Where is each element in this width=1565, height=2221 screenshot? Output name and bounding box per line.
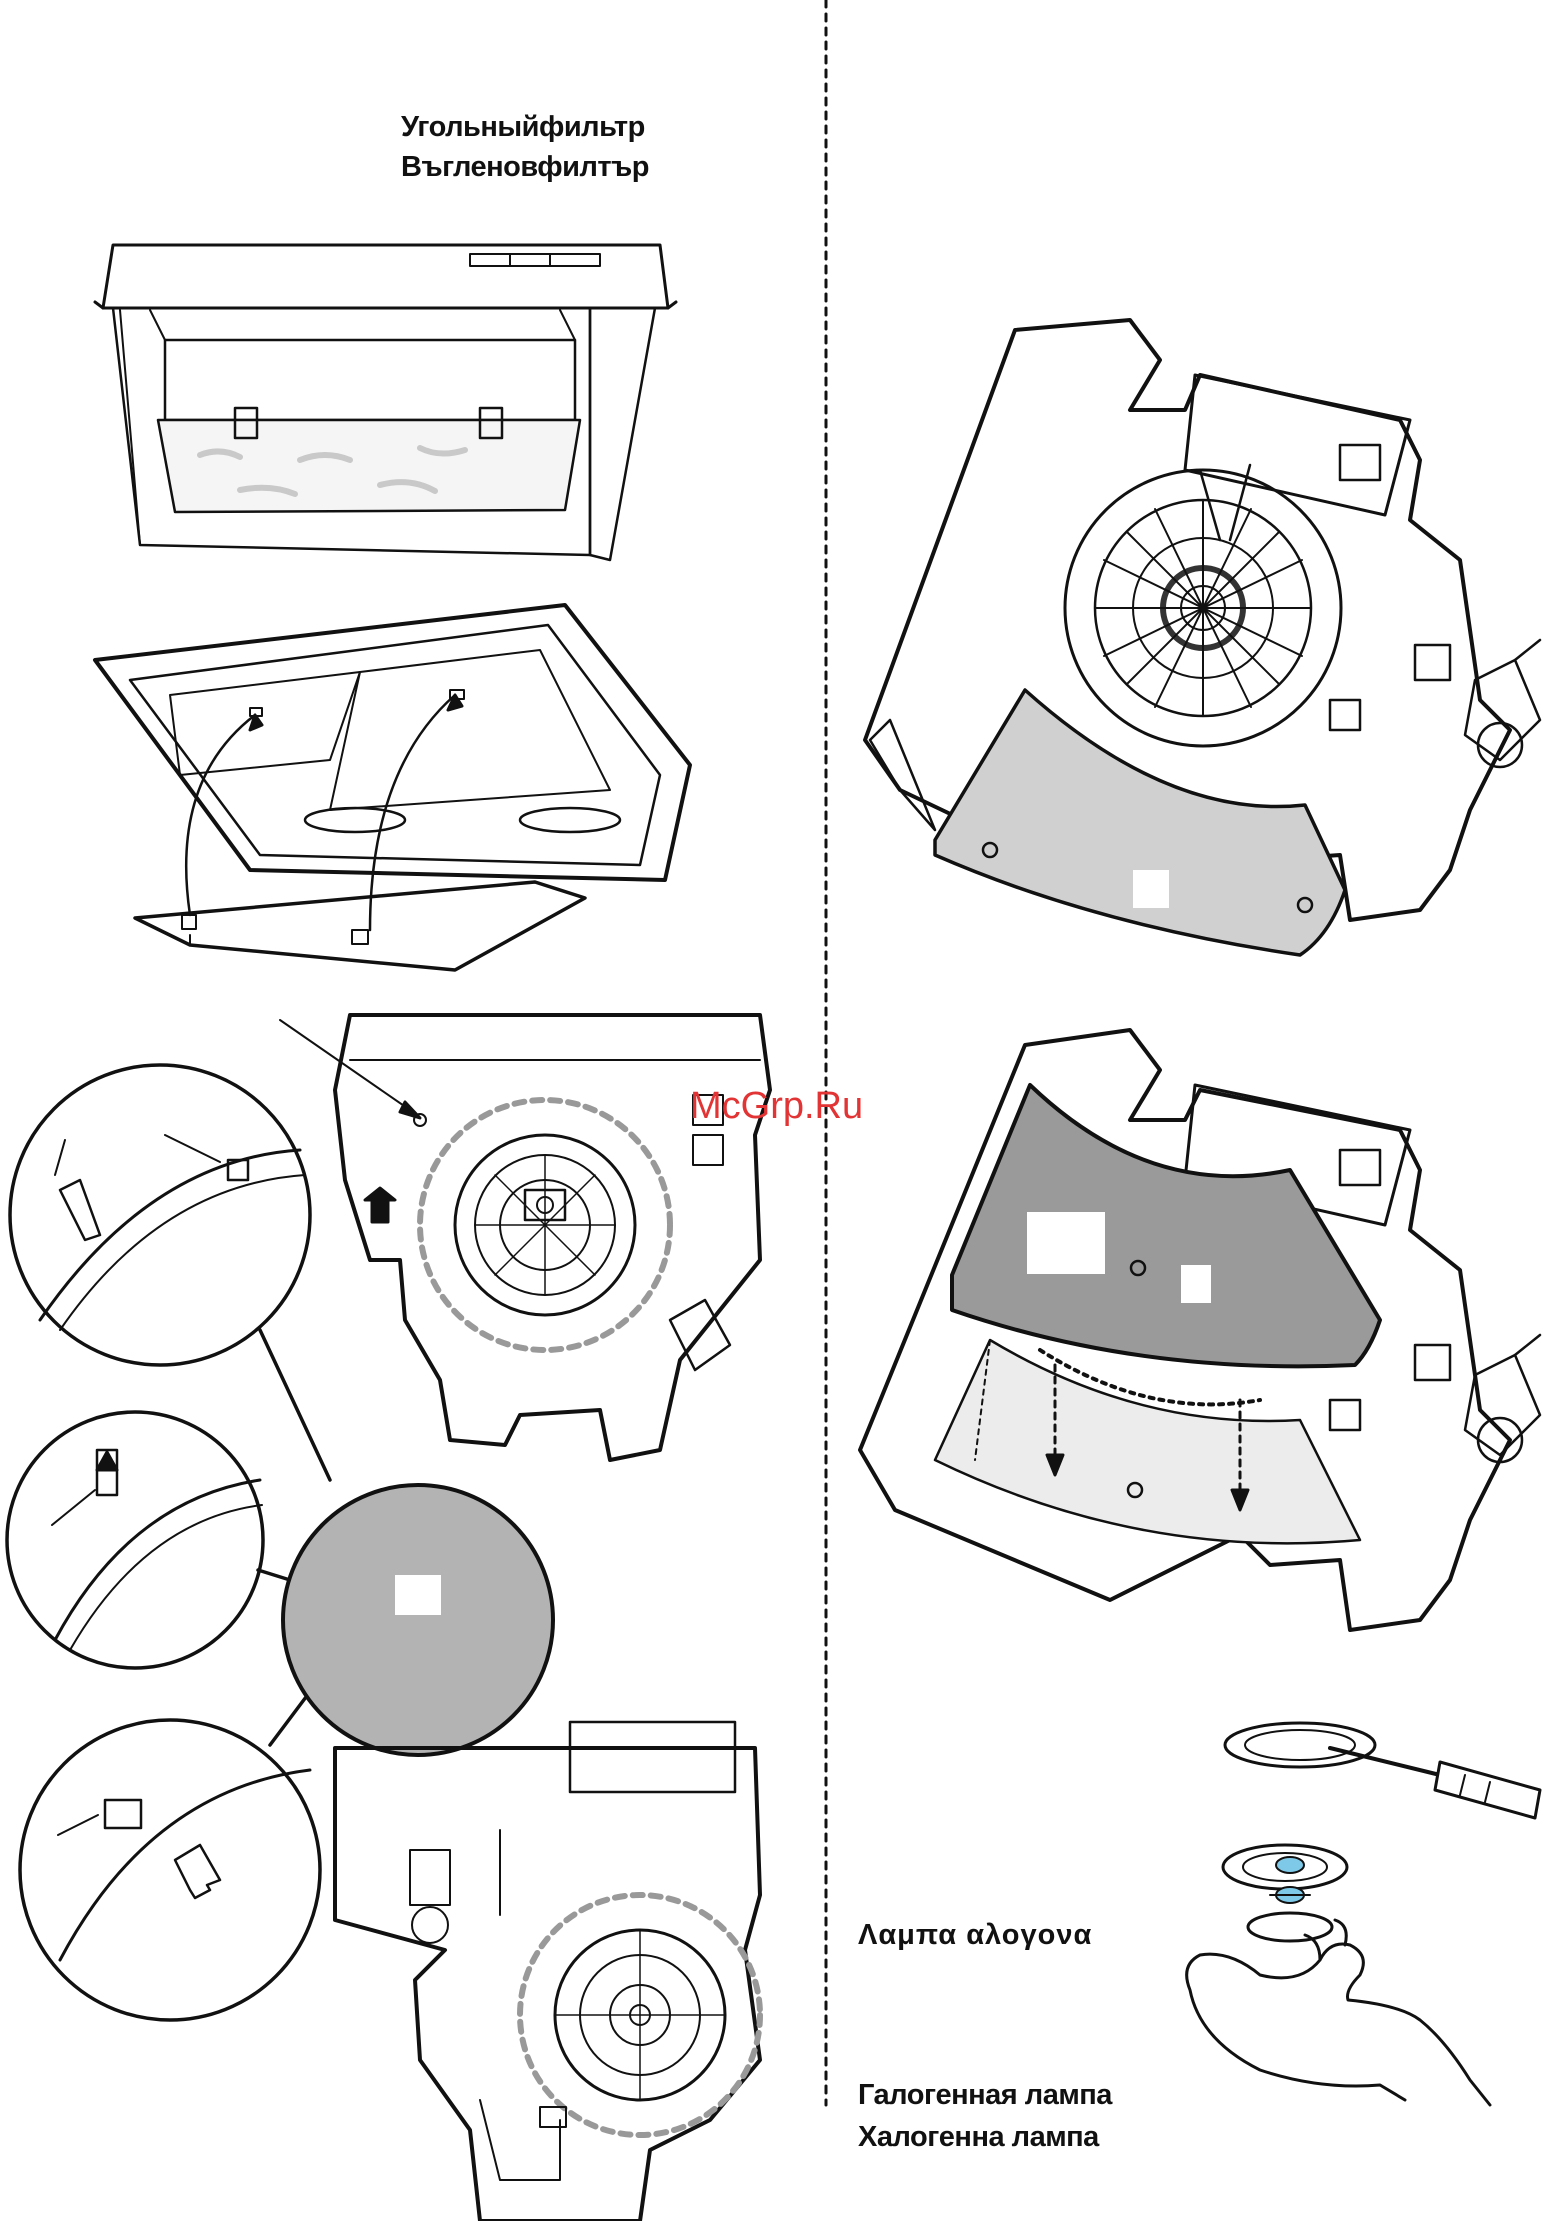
watermark: McGrp.Ru — [690, 1085, 863, 1128]
halogen-title-ru: Галогенная лампа — [858, 2078, 1112, 2113]
halogen-title-bg: Халогенна лампа — [858, 2120, 1099, 2155]
hand-icon — [1187, 1920, 1490, 2105]
motor-filter-removal-view — [860, 1030, 1540, 1630]
carbon-filter-panel — [158, 420, 580, 512]
halogen-title-gr: Λαμπα αλογονα — [858, 1918, 1092, 1953]
carbon-filter-dark — [952, 1085, 1380, 1366]
carbon-filter-title-bg: Въгленовфилтър — [401, 150, 649, 185]
filter-disc — [283, 1485, 553, 1755]
arrow-up-icon — [365, 1188, 395, 1222]
hood-filter-insertion-view — [95, 605, 690, 970]
filter-cassette — [135, 882, 585, 970]
blower-housing-view — [280, 1015, 770, 1460]
hood-carbon-filter-view — [95, 245, 676, 560]
blower-motor-view — [335, 1722, 760, 2221]
motor-open-view — [865, 320, 1540, 955]
detail-circles — [7, 1065, 553, 2020]
halogen-lamp-view — [1187, 1723, 1540, 2105]
carbon-filter-title-ru: Угольныйфильтр — [401, 110, 645, 145]
